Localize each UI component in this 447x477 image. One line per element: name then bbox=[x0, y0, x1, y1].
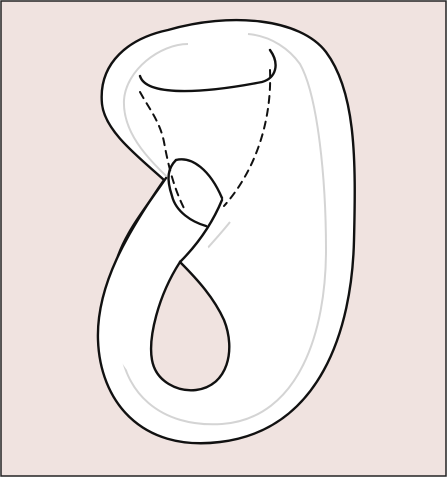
klein-bottle-body bbox=[98, 20, 355, 443]
